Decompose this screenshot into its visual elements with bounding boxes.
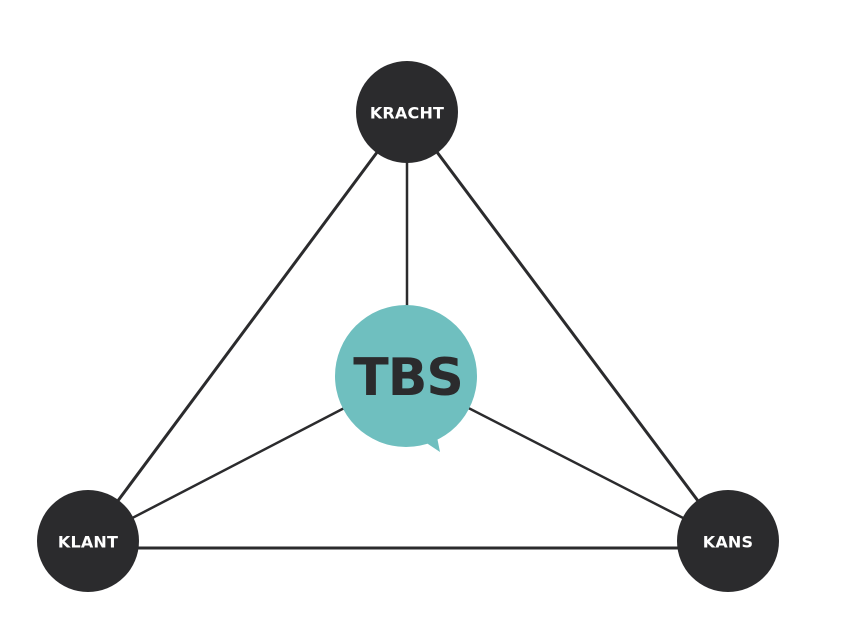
node-klant: KLANT [37, 490, 139, 592]
node-klant-label: KLANT [58, 533, 118, 552]
center-circle [335, 305, 477, 447]
node-kracht-circle [356, 61, 458, 163]
node-kans: KANS [677, 490, 779, 592]
node-klant-circle [37, 490, 139, 592]
node-kans-label: KANS [703, 533, 754, 552]
node-kans-circle [677, 490, 779, 592]
node-kracht: KRACHT [356, 61, 458, 163]
edge-kracht-kans [405, 111, 730, 542]
center-label: TBS [353, 348, 463, 408]
edge-kracht-klant [86, 111, 409, 542]
node-kracht-label: KRACHT [370, 104, 444, 123]
center-bubble: TBS [335, 305, 477, 452]
